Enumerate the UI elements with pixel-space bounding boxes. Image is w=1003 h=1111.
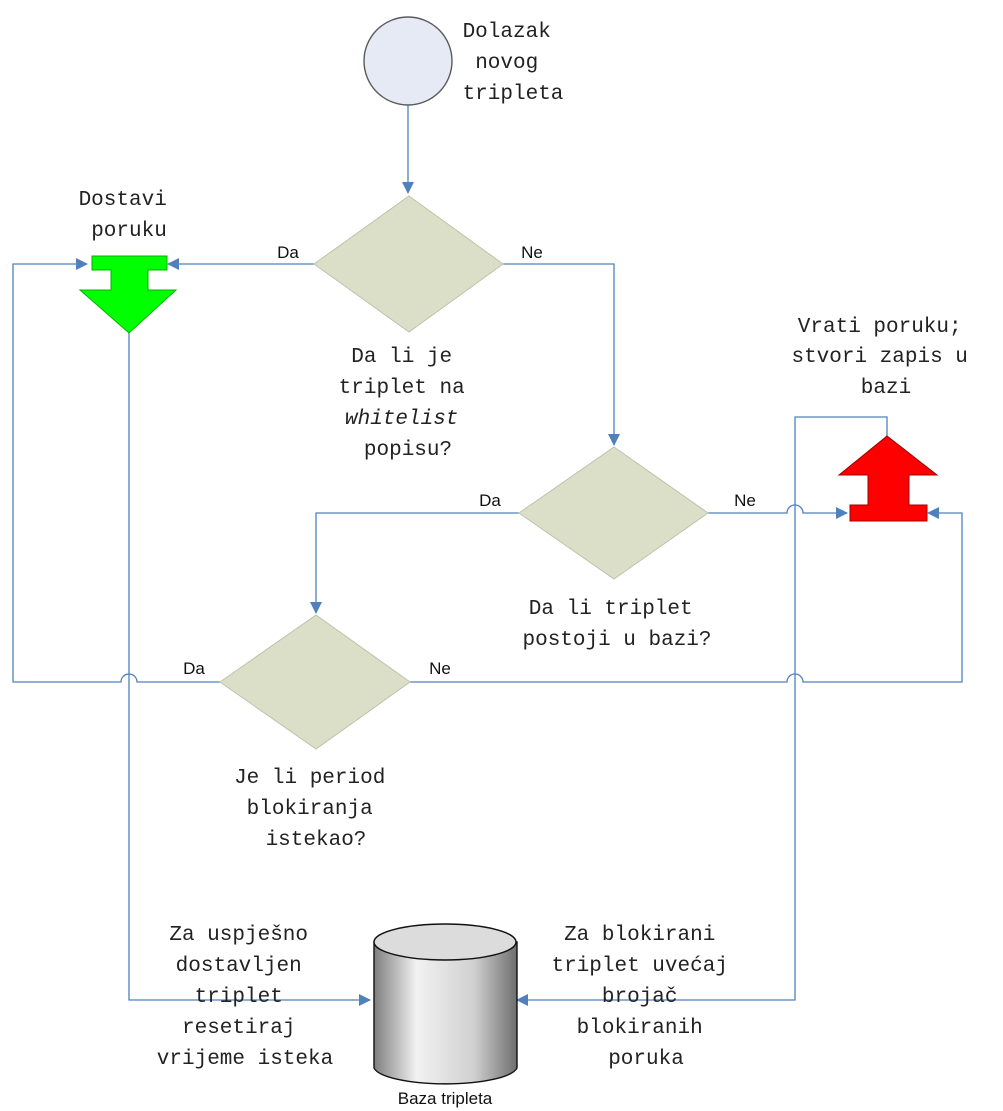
period-decision: [219, 614, 411, 750]
connector-exists-no: [708, 504, 848, 519]
database-label: Baza tripleta: [398, 1089, 493, 1108]
blocked-note: Za blokirani triplet uvećaj brojač bloki…: [551, 924, 740, 1071]
deliver-label-line: poruku: [91, 220, 167, 243]
period-yes-label: Da: [183, 659, 205, 678]
period-no-label: Ne: [429, 659, 451, 678]
success-note-line: resetiraj: [182, 1017, 295, 1040]
whitelist-yes-label: Da: [277, 243, 299, 262]
exists-question: Da li triplet postoji u bazi?: [522, 598, 711, 652]
connector-deliver-to-db: [128, 306, 371, 1006]
start-label: Dolazak novog tripleta: [463, 21, 564, 106]
return-label-line: bazi: [861, 377, 911, 400]
whitelist-question-line: popisu?: [364, 439, 452, 462]
return-arrow-icon: [837, 435, 939, 522]
whitelist-question: Da li je triplet na whitelist popisu?: [339, 346, 478, 462]
exists-question-line: postoji u bazi?: [522, 629, 711, 652]
start-node: [363, 16, 453, 106]
database-cylinder: [373, 923, 518, 1085]
period-question-line: Je li period: [234, 767, 385, 790]
deliver-label-line: Dostavi: [79, 189, 167, 212]
deliver-label: Dostavi poruku: [79, 189, 180, 243]
success-note-line: triplet: [195, 986, 283, 1009]
connector-period-yes: [12, 258, 220, 683]
period-question: Je li period blokiranja istekao?: [234, 767, 398, 852]
period-question-line: istekao?: [266, 829, 367, 852]
deliver-arrow-icon: [78, 255, 178, 334]
connector-whitelist-no: [503, 263, 620, 446]
exists-yes-label: Da: [479, 491, 501, 510]
blocked-note-line: blokiranih: [577, 1017, 703, 1040]
start-label-line: novog: [475, 52, 538, 75]
whitelist-decision: [313, 195, 504, 333]
exists-decision: [518, 446, 709, 580]
whitelist-question-line: whitelist: [345, 408, 458, 431]
start-label-line: Dolazak: [463, 21, 551, 44]
return-label-line: Vrati poruku;: [798, 316, 962, 339]
success-note: Za uspješno dostavljen triplet resetiraj…: [157, 924, 333, 1071]
start-label-line: tripleta: [463, 83, 564, 106]
success-note-line: Za uspješno: [169, 924, 308, 947]
blocked-note-line: brojač: [602, 986, 678, 1009]
whitelist-no-label: Ne: [521, 243, 543, 262]
period-question-line: blokiranja: [247, 798, 373, 821]
blocked-note-line: Za blokirani: [564, 924, 715, 947]
connector-return-to-db: [516, 416, 888, 1006]
return-label-line: stvori zapis u: [791, 346, 967, 369]
success-note-line: dostavljen: [176, 955, 302, 978]
blocked-note-line: poruka: [608, 1048, 684, 1071]
exists-question-line: Da li triplet: [529, 598, 693, 621]
connector-exists-yes: [310, 512, 519, 614]
blocked-note-line: triplet uvećaj: [551, 955, 727, 978]
connector-period-no: [410, 507, 963, 683]
whitelist-question-line: triplet na: [339, 377, 465, 400]
whitelist-question-line: Da li je: [351, 346, 452, 369]
success-note-line: vrijeme isteka: [157, 1048, 333, 1071]
return-label: Vrati poruku; stvori zapis u bazi: [791, 316, 980, 400]
exists-no-label: Ne: [734, 491, 756, 510]
